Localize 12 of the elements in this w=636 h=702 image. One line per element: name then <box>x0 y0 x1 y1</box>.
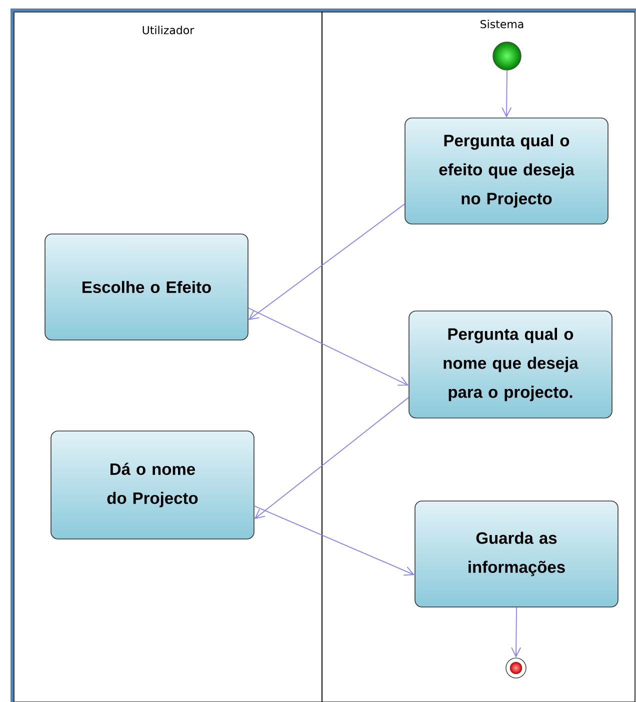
action-box: Dá o nome do Projecto <box>50 430 254 540</box>
arrow <box>254 506 415 576</box>
action-box: Pergunta qual o nome que deseja para o projecto. <box>408 310 612 418</box>
arrow <box>254 397 410 519</box>
arrow <box>248 308 409 386</box>
action-box: Guarda as informações <box>414 500 618 608</box>
action-box: Pergunta qual o efeito que deseja no Projecto <box>404 118 608 224</box>
arrow <box>511 606 522 658</box>
arrow <box>248 204 406 320</box>
arrow <box>502 70 512 118</box>
start-node <box>492 42 522 70</box>
action-box: Escolhe o Efeito <box>44 234 248 340</box>
